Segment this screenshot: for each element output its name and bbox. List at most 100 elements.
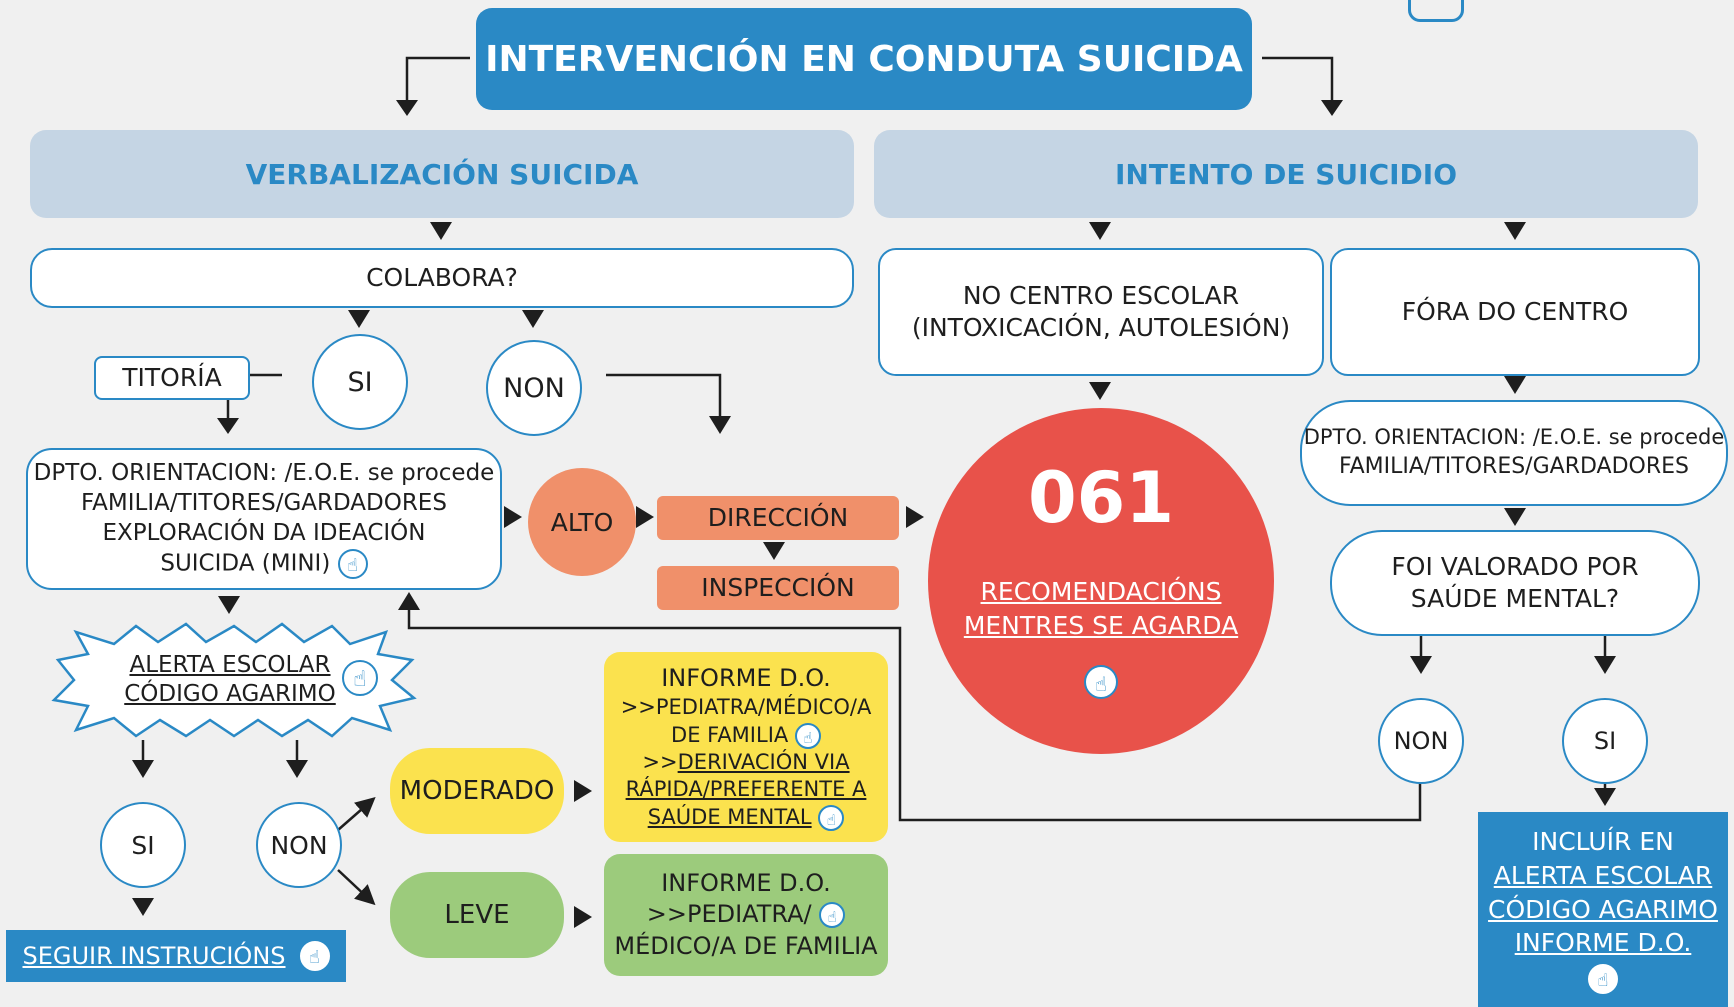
corner-decoration — [1408, 0, 1464, 22]
arrow-up-return — [398, 592, 420, 610]
titoria-label: TITORÍA — [122, 363, 222, 392]
emergency-061-circle: 061 RECOMENDACIÓNS MENTRES SE AGARDA ☝ — [928, 408, 1274, 754]
recomendacions-link[interactable]: RECOMENDACIÓNS — [980, 577, 1222, 607]
arrow-down-titoria — [217, 418, 239, 434]
arrow-right-moderado — [574, 780, 592, 802]
arrow-down-direccion — [763, 542, 785, 560]
incluir-box: INCLUÍR EN ALERTA ESCOLAR CÓDIGO AGARIMO… — [1478, 812, 1728, 1007]
direccion-box: DIRECCIÓN — [657, 496, 899, 540]
derivacion-link[interactable]: DERIVACIÓN VIA — [677, 749, 850, 774]
arrow-down-orientacion — [218, 596, 240, 614]
arrow-down-nocentro — [1089, 382, 1111, 400]
derivacion-link[interactable]: SAÚDE MENTAL — [647, 804, 812, 829]
section-header-label: INTENTO DE SUICIDIO — [1114, 157, 1458, 191]
connector-title-left — [405, 56, 470, 100]
titoria-box: TITORÍA — [94, 356, 250, 400]
hand-pointer-icon[interactable]: ☝ — [819, 902, 846, 929]
non-label: NON — [270, 830, 328, 860]
incluir-link[interactable]: CÓDIGO AGARIMO — [1488, 894, 1718, 924]
orientacion-line: FAMILIA/TITORES/GARDADORES — [81, 489, 447, 516]
alerta-text: ALERTA ESCOLAR CÓDIGO AGARIMO — [110, 640, 350, 720]
seguir-label[interactable]: SEGUIR INSTRUCIÓNS — [22, 942, 286, 970]
arrow-down-valorado-non — [1410, 656, 1432, 674]
informe-line-with-icon: DE FAMILIA ☝ — [671, 722, 821, 749]
arrow-right-alto-direccion — [636, 506, 654, 528]
arrow-down-alerta-si — [132, 760, 154, 778]
informe-line: DE FAMILIA — [671, 722, 789, 747]
arrow-down-title-right — [1321, 100, 1343, 116]
alerta-link[interactable]: ALERTA ESCOLAR — [129, 652, 331, 679]
fora-box: FÓRA DO CENTRO — [1330, 248, 1700, 376]
informe-prefix: >> — [642, 749, 678, 774]
arrow-down-colabora-si — [348, 310, 370, 328]
hand-pointer-icon[interactable]: ☝ — [1588, 964, 1618, 994]
incluir-link[interactable]: INFORME D.O. — [1514, 928, 1692, 958]
inspeccion-label: INSPECCIÓN — [701, 573, 855, 602]
informe-moderado-box: INFORME D.O. >>PEDIATRA/MÉDICO/A DE FAMI… — [604, 652, 888, 842]
orientacion-line: DPTO. ORIENTACION: /E.O.E. se procede — [33, 459, 495, 486]
alto-circle: ALTO — [528, 468, 636, 576]
hand-pointer-icon[interactable]: ☝ — [794, 722, 821, 749]
informe-line: INFORME D.O. — [661, 664, 831, 693]
hand-pointer-icon[interactable]: ☝ — [299, 941, 330, 971]
arrow-down-orientacion-r — [1504, 508, 1526, 526]
colabora-box: COLABORA? — [30, 248, 854, 308]
section-header-intento: INTENTO DE SUICIDIO — [874, 130, 1698, 218]
valorado-line: SAÚDE MENTAL? — [1410, 584, 1620, 613]
no-centro-line: NO CENTRO ESCOLAR — [962, 281, 1240, 310]
derivacion-link[interactable]: RÁPIDA/PREFERENTE A — [625, 777, 867, 802]
hand-pointer-icon[interactable]: ☝ — [818, 804, 845, 831]
alto-label: ALTO — [550, 507, 614, 537]
emergency-number: 061 — [1027, 457, 1175, 540]
arrow-right-orientacion-alto — [504, 506, 522, 528]
connector-non-moderado — [337, 797, 376, 831]
recomendacions-link[interactable]: MENTRES SE AGARDA — [963, 611, 1239, 640]
si-label: SI — [131, 830, 155, 860]
orientacion-box: DPTO. ORIENTACION: /E.O.E. se procede FA… — [26, 448, 502, 590]
arrow-down-intento-left — [1089, 222, 1111, 240]
valorado-non-circle: NON — [1378, 698, 1464, 784]
arrow-right-direccion-061 — [906, 506, 924, 528]
orientacion-line-with-icon: SUICIDA (MINI) ☝ — [160, 548, 368, 579]
hand-pointer-icon[interactable]: ☝ — [342, 660, 378, 696]
connector-non-direccion — [606, 373, 722, 416]
orientacion-line: EXPLORACIÓN DA IDEACIÓN — [102, 519, 426, 546]
section-header-verbalizacion: VERBALIZACIÓN SUICIDA — [30, 130, 854, 218]
arrow-down-intento-right — [1504, 222, 1526, 240]
si-label: SI — [1593, 727, 1617, 755]
arrow-down-fora — [1504, 376, 1526, 394]
hand-pointer-icon[interactable]: ☝ — [1084, 664, 1118, 699]
arrow-down-valorado-si — [1594, 656, 1616, 674]
incluir-line: INCLUÍR EN — [1532, 827, 1674, 856]
arrow-down-verbalizacion — [430, 222, 452, 240]
informe-line-with-icon: SAÚDE MENTAL ☝ — [648, 804, 845, 831]
orientacion-line: DPTO. ORIENTACION: /E.O.E. se procede — [1303, 424, 1725, 449]
valorado-line: FOI VALORADO POR — [1391, 552, 1639, 581]
arrow-down-colabora-non — [522, 310, 544, 328]
incluir-link[interactable]: ALERTA ESCOLAR — [1493, 860, 1713, 890]
informe-line-with-icon: >>PEDIATRA/ ☝ — [646, 899, 846, 930]
fora-label: FÓRA DO CENTRO — [1401, 297, 1629, 326]
informe-line: INFORME D.O. — [661, 869, 831, 898]
arrow-down-title-left — [396, 100, 418, 116]
non-label: NON — [503, 372, 565, 404]
si-label: SI — [347, 366, 373, 398]
no-centro-box: NO CENTRO ESCOLAR (INTOXICACIÓN, AUTOLES… — [878, 248, 1324, 376]
hand-pointer-icon[interactable]: ☝ — [337, 548, 368, 579]
arrow-down-si-seguir — [132, 898, 154, 916]
moderado-label: MODERADO — [399, 776, 555, 806]
colabora-label: COLABORA? — [366, 263, 518, 292]
valorado-si-circle: SI — [1562, 698, 1648, 784]
alerta-link[interactable]: CÓDIGO AGARIMO — [124, 681, 336, 707]
seguir-instrucions-button[interactable]: SEGUIR INSTRUCIÓNS ☝ — [6, 930, 346, 982]
informe-line: >>PEDIATRA/ — [646, 900, 812, 929]
arrow-down-non — [709, 416, 731, 434]
valorado-box: FOI VALORADO POR SAÚDE MENTAL? — [1330, 530, 1700, 636]
arrow-down-si-incluir — [1594, 788, 1616, 806]
informe-derivacion-line: >>DERIVACIÓN VIA — [642, 749, 849, 776]
leve-pill: LEVE — [390, 872, 564, 958]
connector-title-right — [1262, 56, 1334, 100]
orientacion-line: SUICIDA (MINI) — [160, 550, 331, 577]
orientacion-line: FAMILIA/TITORES/GARDADORES — [1338, 454, 1689, 480]
